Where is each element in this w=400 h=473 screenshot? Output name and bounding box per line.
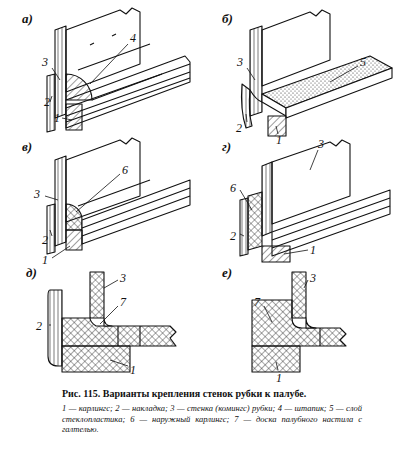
panel-letter: е) [222,266,232,279]
callout-number: 2 [236,122,242,134]
callout-number: 3 [42,56,48,68]
callout-number: 7 [120,296,126,308]
figure-key: 1 — карлингс; 2 — накладка; 3 — стенка (… [62,403,362,435]
callout-number: 3 [237,56,243,68]
callout-number: 1 [276,134,282,146]
callout-number: 4 [130,32,136,44]
callout-number: 3 [318,138,324,150]
callout-number: 5 [360,56,366,68]
callout-number: 1 [42,254,48,266]
callout-number: 3 [120,272,126,284]
callout-number: 7 [254,296,260,308]
callout-number: 2 [230,230,236,242]
panel-letter: в) [22,140,32,153]
callout-number: 6 [230,182,236,194]
panel-letter: г) [222,140,231,153]
panel-letter: а) [22,12,33,25]
callout-number: 2 [42,234,48,246]
callout-number: 2 [44,96,50,108]
callout-number: 2 [36,320,42,332]
callout-number: 1 [310,244,316,256]
callout-number: 1 [54,112,60,124]
panel-letter: д) [26,266,37,279]
callout-number: 3 [34,188,40,200]
figure-caption: Рис. 115. Варианты крепления стенок рубк… [62,388,372,400]
callout-number: 1 [130,364,136,376]
callout-number: 3 [310,272,316,284]
callout-number: 1 [276,372,282,384]
panel-letter: б) [222,12,233,25]
callout-number: 6 [122,164,128,176]
